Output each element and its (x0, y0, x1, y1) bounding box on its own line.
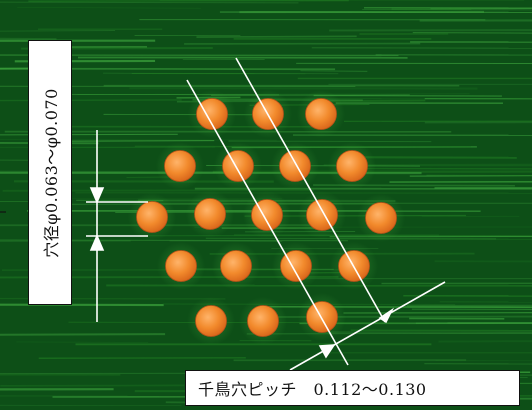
diameter-arrow-bottom (89, 233, 105, 251)
hole-diameter-label: 穴径φ0.063～φ0.070 (42, 87, 61, 258)
surface-streak (0, 372, 225, 375)
hole (306, 301, 338, 333)
hole (305, 98, 337, 130)
surface-streak (403, 294, 532, 297)
surface-streak (0, 99, 182, 102)
surface-streak (0, 333, 166, 336)
surface-streak (389, 181, 532, 183)
surface-streak (411, 308, 532, 310)
pitch-arrow-lower (318, 344, 336, 359)
surface-streak (430, 8, 532, 10)
surface-streak (246, 332, 532, 335)
surface-streak (313, 94, 502, 97)
surface-streak (311, 47, 532, 49)
surface-streak (51, 139, 215, 142)
surface-streak (412, 32, 532, 34)
surface-streak (406, 304, 532, 307)
hole (251, 199, 283, 231)
staggered-pitch-label: 千鳥穴ピッチ 0.112～0.130 (198, 380, 427, 399)
pitch-line-right (235, 57, 386, 323)
surface-streak (205, 237, 497, 240)
hole (165, 250, 197, 282)
surface-streak (68, 321, 408, 324)
surface-streak (329, 29, 532, 32)
pitch-line-left (186, 79, 349, 366)
hole (279, 150, 311, 182)
hole (306, 199, 338, 231)
staggered-pitch-label-box: 千鳥穴ピッチ 0.112～0.130 (185, 370, 520, 406)
surface-streak (424, 362, 532, 365)
surface-streak (17, 7, 201, 9)
hole (136, 201, 168, 233)
hole (196, 98, 228, 130)
hole (194, 198, 226, 230)
surface-streak (40, 93, 279, 96)
surface-streak (343, 312, 532, 314)
surface-streak (196, 35, 357, 38)
hole (247, 305, 279, 337)
surface-streak (424, 121, 532, 124)
hole-diameter-label-box: 穴径φ0.063～φ0.070 (28, 40, 72, 305)
diameter-dimension (86, 130, 148, 322)
hole (222, 150, 254, 182)
surface-streak (426, 174, 532, 176)
hole (220, 250, 252, 282)
surface-streak (323, 163, 532, 166)
surface-streak (434, 260, 532, 263)
surface-streak (228, 140, 432, 143)
surface-streak (0, 133, 178, 136)
hole-array (136, 98, 397, 337)
surface-streak (419, 19, 532, 22)
surface-streak (438, 340, 532, 343)
hole (195, 305, 227, 337)
surface-streak (415, 322, 532, 324)
surface-streak (0, 30, 116, 32)
surface-streak (0, 404, 182, 407)
pitch-dimension (289, 281, 446, 371)
hole (365, 202, 397, 234)
surface-streak (350, 329, 532, 332)
surface-streak (0, 67, 336, 71)
hole (164, 150, 196, 182)
surface-streak (28, 0, 349, 2)
surface-streak (0, 1, 299, 4)
diameter-arrow-top (89, 187, 105, 205)
surface-streak (330, 238, 532, 240)
hole (336, 150, 368, 182)
pitch-arrow-upper (378, 307, 395, 324)
surface-streak (345, 167, 532, 170)
pitch-guide-lines (186, 57, 386, 366)
pitch-dimension-line (289, 281, 446, 371)
